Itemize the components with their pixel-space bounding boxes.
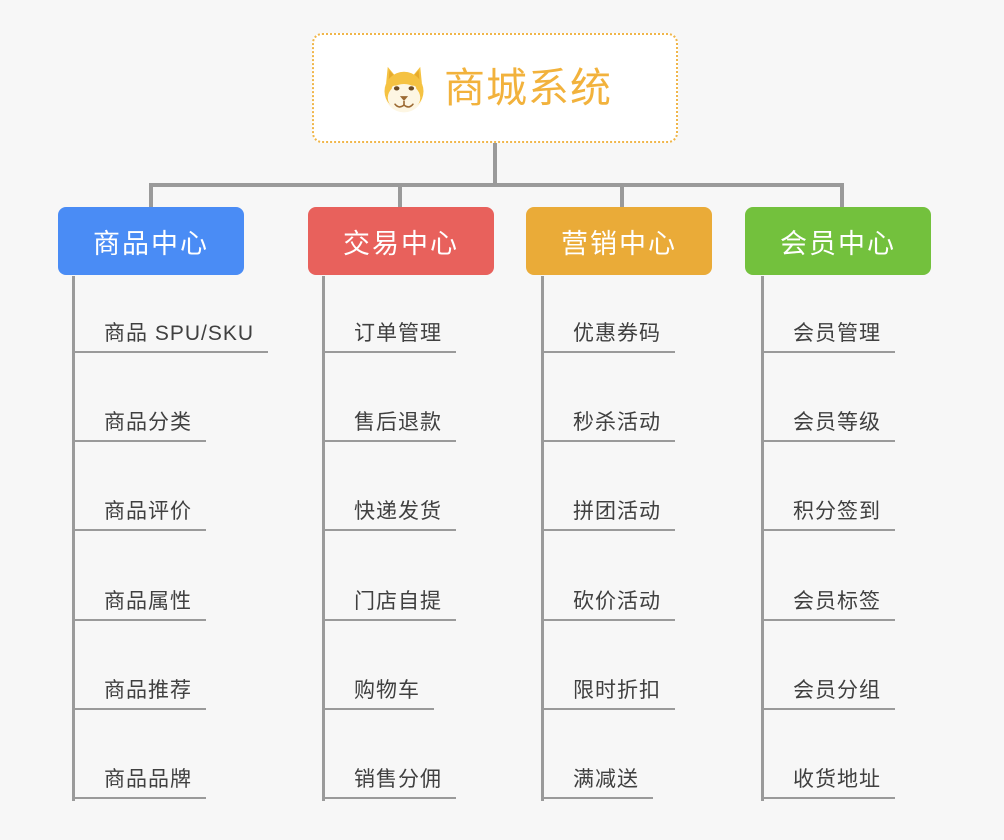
leaf-item-underline xyxy=(761,351,895,353)
leaf-item-label: 砍价活动 xyxy=(573,589,661,613)
leaf-item-underline xyxy=(322,440,456,443)
leaf-item-underline xyxy=(541,618,675,621)
leaf-item-label: 会员等级 xyxy=(793,411,881,435)
connector-drop-marketing-center xyxy=(620,183,624,209)
leaf-item-label: 秒杀活动 xyxy=(573,411,661,435)
leaf-item-label: 快递发货 xyxy=(354,500,442,524)
leaf-item-underline xyxy=(72,618,206,621)
connector-drop-trade-center xyxy=(398,183,402,209)
leaf-rail-trade-center xyxy=(322,276,325,801)
leaf-item-underline xyxy=(72,797,206,799)
shiba-dog-face-icon xyxy=(378,62,430,114)
category-box-marketing-center[interactable]: 营销中心 xyxy=(526,207,712,275)
category-label-member-center: 会员中心 xyxy=(780,228,896,259)
root-node-mall-system[interactable]: 商城系统 xyxy=(312,33,678,143)
category-label-product-center: 商品中心 xyxy=(93,228,209,259)
leaf-item-label: 会员标签 xyxy=(793,589,881,613)
root-node-title: 商城系统 xyxy=(444,64,612,111)
leaf-item-underline xyxy=(761,529,895,532)
leaf-item-underline xyxy=(541,797,653,799)
leaf-item-label: 订单管理 xyxy=(354,322,442,345)
leaf-item-underline xyxy=(761,440,895,443)
leaf-item-underline xyxy=(761,618,895,621)
leaf-item-underline xyxy=(72,440,206,443)
leaf-item-underline xyxy=(72,707,206,710)
leaf-rail-member-center xyxy=(761,276,764,801)
leaf-item-label: 积分签到 xyxy=(793,500,881,524)
leaf-item-label: 购物车 xyxy=(354,678,420,702)
leaf-rail-product-center xyxy=(72,276,75,801)
leaf-item-underline xyxy=(322,351,456,353)
leaf-item-label: 商品 SPU/SKU xyxy=(104,322,255,345)
leaf-item-underline xyxy=(541,707,675,710)
leaf-item-underline xyxy=(322,529,456,532)
leaf-item-underline xyxy=(322,618,456,621)
leaf-item-label: 会员分组 xyxy=(793,678,881,702)
category-label-marketing-center: 营销中心 xyxy=(561,228,677,259)
leaf-item-label: 限时折扣 xyxy=(573,678,661,702)
leaf-item-label: 商品分类 xyxy=(104,411,192,435)
leaf-item-label: 商品评价 xyxy=(104,500,192,524)
leaf-item-underline xyxy=(761,707,895,710)
leaf-item-label: 销售分佣 xyxy=(354,768,442,791)
leaf-item-label: 拼团活动 xyxy=(573,500,661,524)
leaf-item-label: 优惠券码 xyxy=(573,322,661,345)
leaf-item-underline xyxy=(541,529,675,532)
leaf-item-label: 会员管理 xyxy=(793,322,881,345)
leaf-item-label: 商品属性 xyxy=(104,589,192,613)
leaf-item-underline xyxy=(72,351,268,353)
connector-horizontal-bus xyxy=(149,183,844,187)
connector-drop-member-center xyxy=(840,183,844,209)
category-box-member-center[interactable]: 会员中心 xyxy=(745,207,931,275)
leaf-item-underline xyxy=(761,797,895,799)
connector-drop-product-center xyxy=(149,183,153,209)
leaf-item-label: 商品推荐 xyxy=(104,678,192,702)
leaf-item-underline xyxy=(322,707,434,710)
leaf-item-underline xyxy=(322,797,456,799)
leaf-item-underline xyxy=(72,529,206,532)
leaf-item-underline xyxy=(541,351,675,353)
category-box-trade-center[interactable]: 交易中心 xyxy=(308,207,494,275)
connector-root-stem xyxy=(493,143,497,185)
category-box-product-center[interactable]: 商品中心 xyxy=(58,207,244,275)
leaf-item-label: 满减送 xyxy=(573,768,639,791)
leaf-item-label: 商品品牌 xyxy=(104,768,192,791)
leaf-item-underline xyxy=(541,440,675,443)
leaf-rail-marketing-center xyxy=(541,276,544,801)
leaf-item-label: 门店自提 xyxy=(354,589,442,613)
leaf-item-label: 售后退款 xyxy=(354,411,442,435)
category-label-trade-center: 交易中心 xyxy=(343,228,459,259)
leaf-item-label: 收货地址 xyxy=(793,768,881,791)
